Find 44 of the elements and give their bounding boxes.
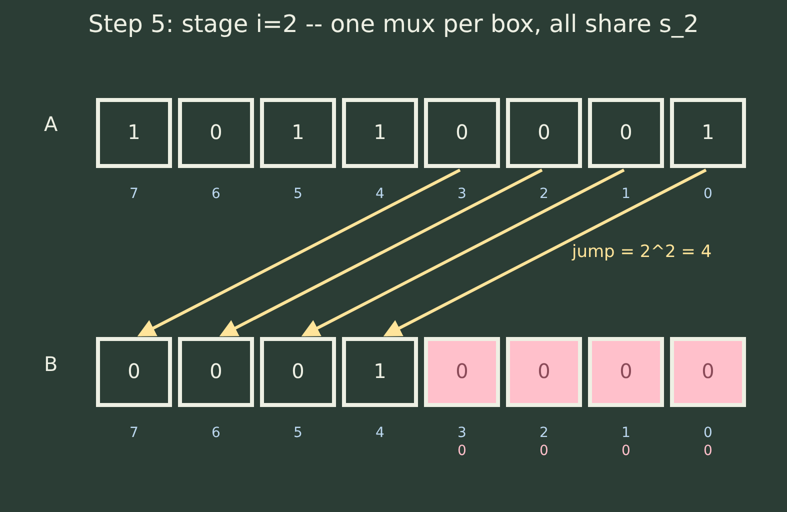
arrow: [219, 168, 543, 336]
row-label: B: [44, 352, 58, 376]
bit-value: 0: [618, 359, 634, 383]
index-label: 6: [210, 186, 222, 202]
bit-value: 0: [290, 359, 306, 383]
bit-value: 1: [290, 120, 306, 144]
bit-value: 1: [372, 120, 388, 144]
index-label: 4: [374, 186, 386, 202]
index-label: 5: [292, 425, 304, 441]
index-label: 3: [456, 425, 468, 441]
index-label: 5: [292, 186, 304, 202]
bit-value: 0: [700, 359, 716, 383]
row-label: A: [44, 112, 58, 136]
bit-value: 1: [372, 359, 388, 383]
bit-value: 1: [126, 120, 142, 144]
index-label: 3: [456, 186, 468, 202]
arrow: [137, 168, 461, 336]
index-label: 4: [374, 425, 386, 441]
arrow: [383, 168, 707, 336]
index-label: 1: [620, 186, 632, 202]
index-label: 0: [702, 186, 714, 202]
bit-value: 0: [208, 120, 224, 144]
bit-value: 0: [208, 359, 224, 383]
bit-value: 0: [454, 120, 470, 144]
bit-value: 1: [700, 120, 716, 144]
bit-value: 0: [536, 120, 552, 144]
value-label: 0: [538, 443, 550, 459]
value-label: 0: [456, 443, 468, 459]
title: Step 5: stage i=2 -- one mux per box, all share s_2: [87, 10, 700, 38]
bit-value: 0: [454, 359, 470, 383]
index-label: 7: [128, 425, 140, 441]
arrow: [301, 168, 625, 336]
jump-note: jump = 2^2 = 4: [572, 242, 712, 262]
bit-value: 0: [618, 120, 634, 144]
index-label: 2: [538, 186, 550, 202]
index-label: 6: [210, 425, 222, 441]
bit-value: 0: [536, 359, 552, 383]
value-label: 0: [702, 443, 714, 459]
index-label: 2: [538, 425, 550, 441]
bit-value: 0: [126, 359, 142, 383]
index-label: 7: [128, 186, 140, 202]
index-label: 0: [702, 425, 714, 441]
index-label: 1: [620, 425, 632, 441]
value-label: 0: [620, 443, 632, 459]
